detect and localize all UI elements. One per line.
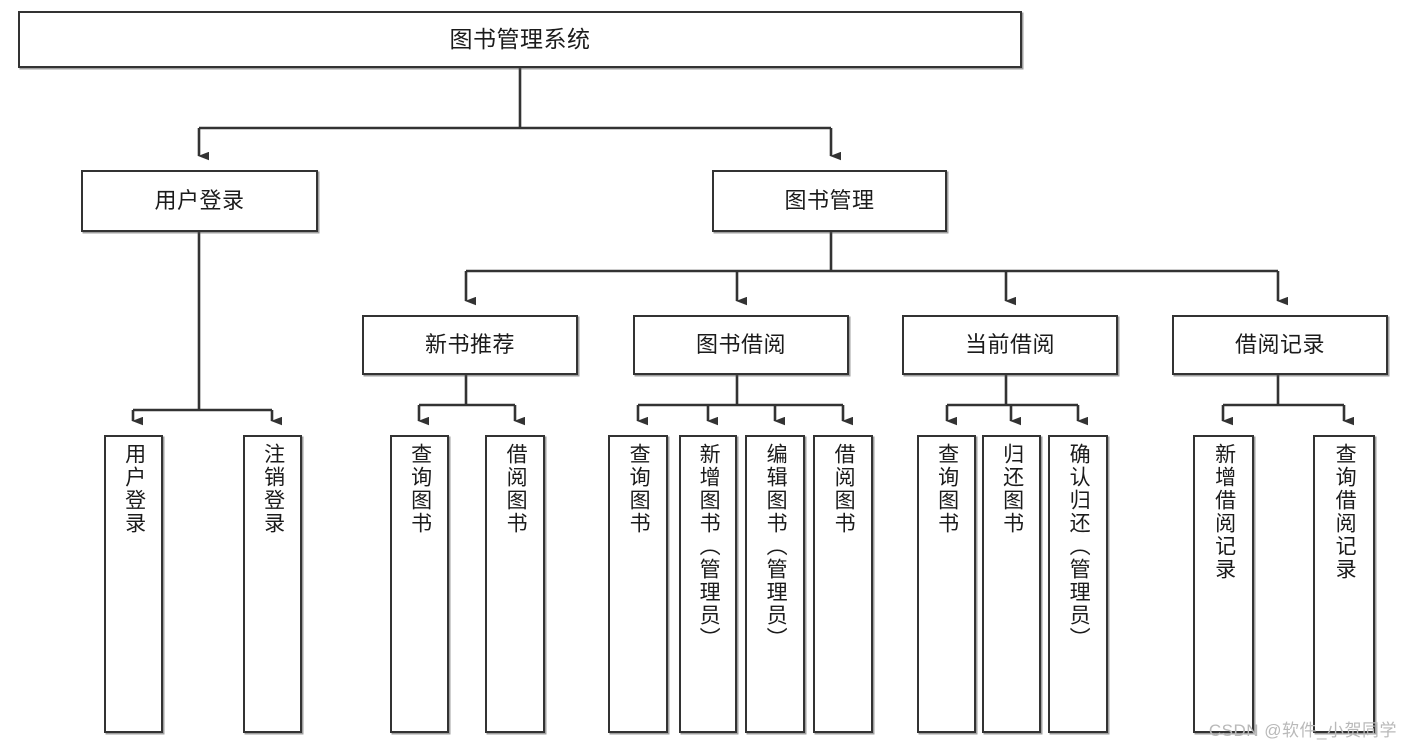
leaf-book-borrow-add[interactable]: 新增图书（管理员） xyxy=(679,435,737,733)
leaf-user-login-signin[interactable]: 用户登录 xyxy=(104,435,163,733)
leaf-book-borrow-query-label: 查询图书 xyxy=(627,443,651,535)
leaf-new-book-query[interactable]: 查询图书 xyxy=(390,435,449,733)
leaf-user-login-signout[interactable]: 注销登录 xyxy=(243,435,302,733)
leaf-borrow-record-add[interactable]: 新增借阅记录 xyxy=(1193,435,1254,733)
node-borrow-record-label: 借阅记录 xyxy=(1234,332,1325,358)
leaf-book-borrow-lend[interactable]: 借阅图书 xyxy=(813,435,873,733)
node-root-system[interactable]: 图书管理系统 xyxy=(18,11,1022,68)
leaf-book-borrow-query[interactable]: 查询图书 xyxy=(608,435,668,733)
leaf-user-login-signin-label: 用户登录 xyxy=(122,443,146,535)
node-user-login[interactable]: 用户登录 xyxy=(81,170,318,232)
node-book-borrow-label: 图书借阅 xyxy=(695,332,786,358)
node-borrow-record[interactable]: 借阅记录 xyxy=(1172,315,1388,375)
node-new-book-recommend-label: 新书推荐 xyxy=(424,332,515,358)
node-current-borrow[interactable]: 当前借阅 xyxy=(902,315,1118,375)
node-book-borrow[interactable]: 图书借阅 xyxy=(633,315,849,375)
leaf-borrow-record-query-label: 查询借阅记录 xyxy=(1333,443,1357,581)
node-current-borrow-label: 当前借阅 xyxy=(964,332,1055,358)
leaf-current-borrow-return-label: 归还图书 xyxy=(1000,443,1024,535)
node-book-management[interactable]: 图书管理 xyxy=(712,170,947,232)
leaf-current-borrow-confirm-return-label: 确认归还（管理员） xyxy=(1067,443,1091,650)
node-new-book-recommend[interactable]: 新书推荐 xyxy=(362,315,578,375)
leaf-new-book-query-label: 查询图书 xyxy=(408,443,432,535)
leaf-borrow-record-query[interactable]: 查询借阅记录 xyxy=(1313,435,1375,733)
leaf-borrow-record-add-label: 新增借阅记录 xyxy=(1212,443,1236,581)
leaf-book-borrow-lend-label: 借阅图书 xyxy=(832,443,856,535)
leaf-book-borrow-edit-label: 编辑图书（管理员） xyxy=(764,443,788,650)
leaf-current-borrow-query[interactable]: 查询图书 xyxy=(917,435,976,733)
leaf-book-borrow-edit[interactable]: 编辑图书（管理员） xyxy=(745,435,805,733)
leaf-current-borrow-return[interactable]: 归还图书 xyxy=(982,435,1041,733)
leaf-current-borrow-query-label: 查询图书 xyxy=(935,443,959,535)
node-user-login-label: 用户登录 xyxy=(154,188,245,214)
leaf-current-borrow-confirm-return[interactable]: 确认归还（管理员） xyxy=(1048,435,1108,733)
node-root-system-label: 图书管理系统 xyxy=(449,25,591,52)
leaf-book-borrow-add-label: 新增图书（管理员） xyxy=(697,443,721,650)
leaf-user-login-signout-label: 注销登录 xyxy=(261,443,285,535)
node-book-management-label: 图书管理 xyxy=(784,188,875,214)
leaf-new-book-borrow-label: 借阅图书 xyxy=(504,443,528,535)
leaf-new-book-borrow[interactable]: 借阅图书 xyxy=(485,435,545,733)
